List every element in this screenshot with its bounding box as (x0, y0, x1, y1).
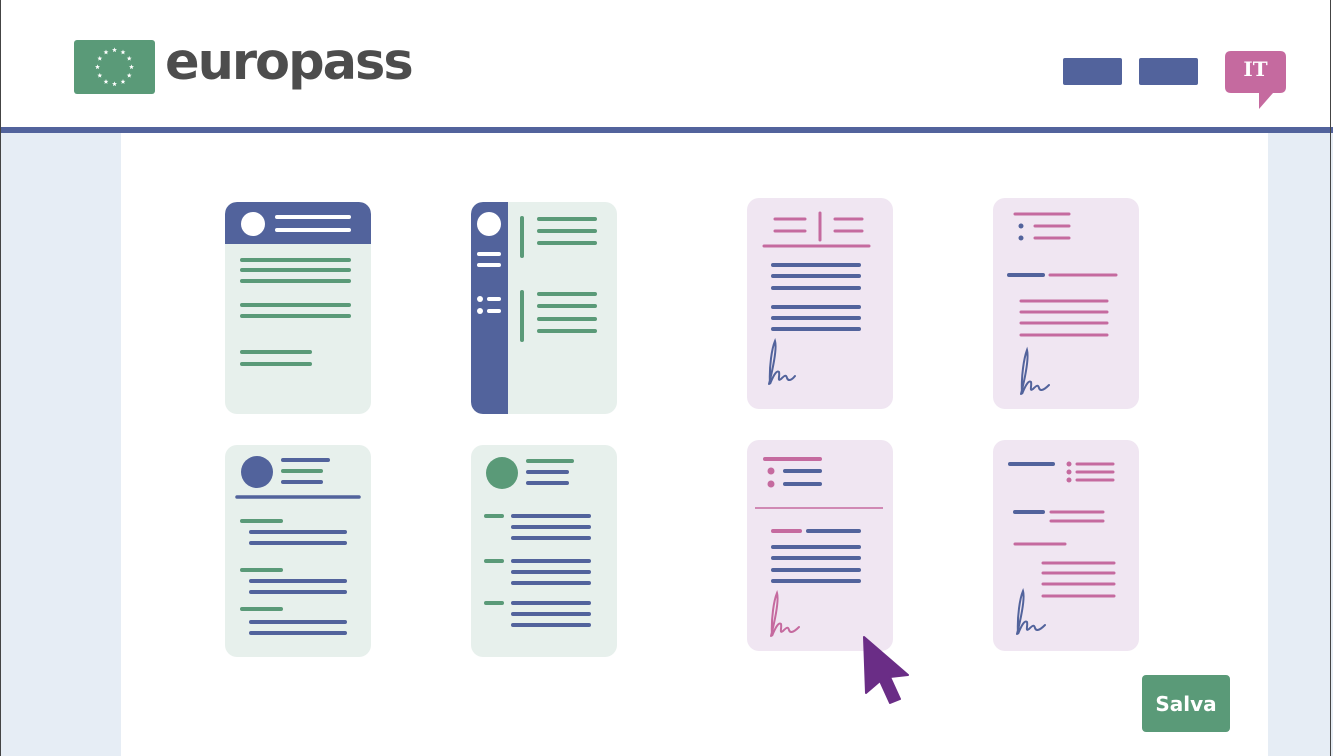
template-card-6[interactable] (471, 445, 617, 657)
flag-star (103, 79, 109, 84)
template-card-5[interactable] (225, 445, 371, 657)
flag-star (126, 55, 132, 61)
eu-flag-logo (74, 40, 155, 94)
save-button[interactable]: Salva (1142, 675, 1230, 732)
header-divider (0, 127, 1333, 133)
flag-star (112, 81, 117, 87)
flag-star (112, 47, 117, 53)
flag-star (95, 64, 100, 70)
flag-star (103, 49, 109, 55)
nav-button-1[interactable] (1063, 58, 1122, 85)
language-selector-label[interactable]: IT (1243, 57, 1268, 81)
app-header: europass IT (0, 0, 1333, 127)
brand-name: europass (165, 33, 414, 92)
template-card-3[interactable] (747, 198, 893, 409)
left-margin-panel (0, 133, 121, 756)
nav-button-2[interactable] (1139, 58, 1198, 85)
flag-star (120, 49, 126, 55)
template-card-1[interactable] (225, 202, 371, 414)
flag-star (129, 64, 134, 70)
template-card-8[interactable] (993, 440, 1139, 651)
right-margin-panel (1268, 133, 1333, 756)
flag-star (126, 72, 132, 78)
flag-star (97, 72, 103, 78)
template-card-4[interactable] (993, 198, 1139, 409)
flag-star (97, 55, 103, 61)
flag-star (120, 79, 126, 84)
mouse-pointer-icon (863, 636, 909, 704)
template-card-7[interactable] (747, 440, 893, 651)
language-speech-bubble-icon[interactable] (1225, 51, 1286, 109)
template-card-2[interactable] (471, 202, 617, 414)
